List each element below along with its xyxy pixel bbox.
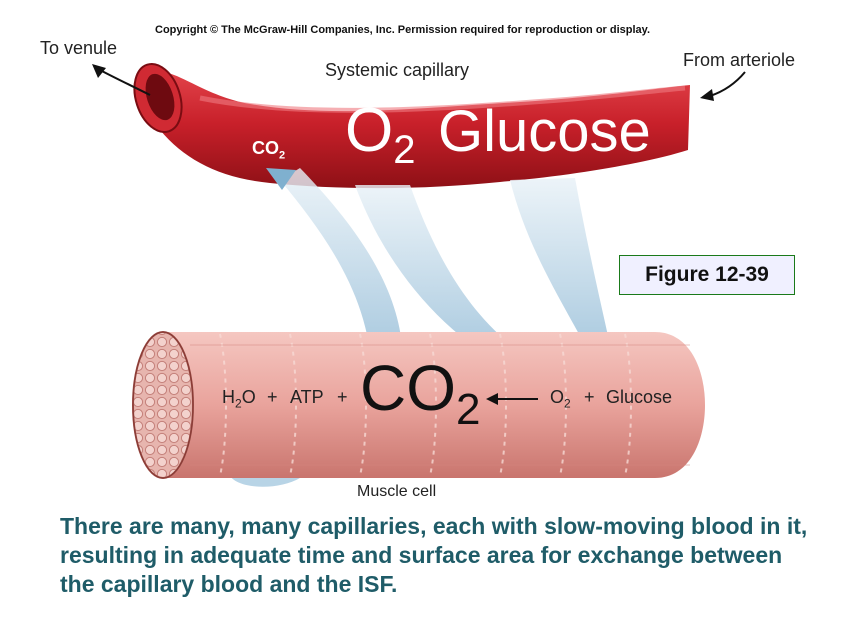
- figure-label: Figure 12-39: [619, 255, 795, 295]
- capillary-glucose-text: Glucose: [438, 99, 651, 164]
- co2-arrowhead: [266, 168, 296, 190]
- equation-glucose: Glucose: [606, 387, 673, 407]
- from-arteriole-arrow: [709, 71, 746, 97]
- reaction-arrow: [486, 393, 538, 405]
- muscle-cell: [132, 331, 705, 487]
- glucose-diffusion-arrow: [510, 178, 615, 375]
- equation-plus: +: [337, 387, 348, 407]
- co2-diffusion-arrow: [280, 168, 403, 378]
- equation-plus: +: [267, 387, 278, 407]
- capillary-co2-text: CO2: [252, 138, 286, 162]
- capillary-o2-text: O2: [345, 96, 416, 172]
- flow-arrows: [92, 64, 746, 101]
- equation-atp: ATP: [290, 387, 324, 407]
- from-arteriole-label: From arteriole: [683, 50, 796, 70]
- equation-plus: +: [584, 387, 595, 407]
- caption-text: There are many, many capillaries, each w…: [60, 513, 808, 597]
- equation-o2: O2: [550, 387, 571, 411]
- equation-h2o: H2O: [222, 387, 256, 411]
- o2-diffusion-arrow: [355, 185, 540, 378]
- copyright-notice: Copyright © The McGraw-Hill Companies, I…: [155, 24, 651, 36]
- equation-co2: CO2: [360, 352, 481, 434]
- muscle-cell-label: Muscle cell: [357, 483, 437, 500]
- to-venule-label: To venule: [40, 38, 118, 58]
- systemic-capillary: [133, 63, 690, 189]
- to-venule-arrow: [99, 69, 151, 96]
- systemic-capillary-label: Systemic capillary: [325, 60, 470, 80]
